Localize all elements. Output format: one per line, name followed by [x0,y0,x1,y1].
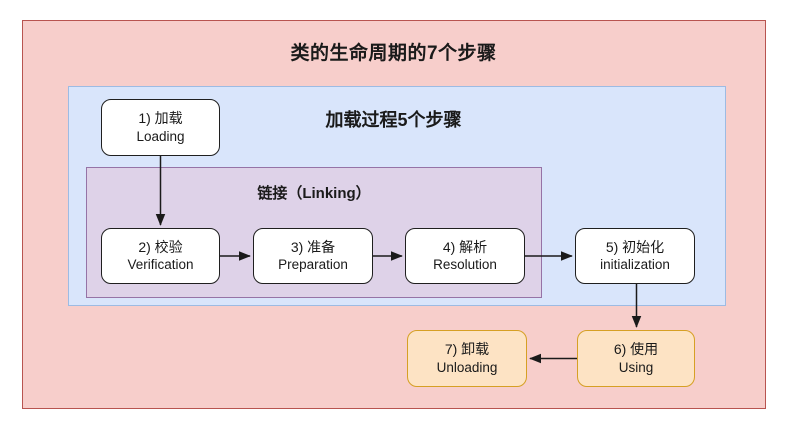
node-verification-cn-label: 2) 校验 [138,238,183,255]
node-resolution-en-label: Resolution [433,257,497,273]
node-verification-en-label: Verification [127,257,194,273]
node-verification[interactable]: 2) 校验 Verification [101,228,220,284]
node-initialization[interactable]: 5) 初始化 initialization [575,228,695,284]
node-preparation[interactable]: 3) 准备 Preparation [253,228,373,284]
node-preparation-en-label: Preparation [278,257,348,273]
node-loading-cn-label: 1) 加载 [138,110,183,127]
node-using-en-label: Using [618,359,654,375]
node-using-cn-label: 6) 使用 [613,341,659,358]
region-loading-process-title: 加载过程5个步骤 [325,110,462,130]
node-loading-en-label: Loading [136,128,185,144]
node-initialization-cn-label: 5) 初始化 [605,238,665,255]
node-loading[interactable]: 1) 加载 Loading [101,99,220,156]
node-resolution-cn-label: 4) 解析 [442,238,488,255]
node-unloading-cn-label: 7) 卸载 [444,341,490,358]
diagram-title: 类的生命周期的7个步骤 [290,43,497,64]
node-preparation-cn-label: 3) 准备 [290,238,336,255]
node-initialization-en-label: initialization [600,257,670,273]
node-unloading-en-label: Unloading [436,359,498,375]
node-resolution[interactable]: 4) 解析 Resolution [405,228,525,284]
region-linking-title: 链接（Linking） [257,185,371,202]
node-unloading[interactable]: 7) 卸载 Unloading [407,330,527,387]
node-using[interactable]: 6) 使用 Using [577,330,695,387]
